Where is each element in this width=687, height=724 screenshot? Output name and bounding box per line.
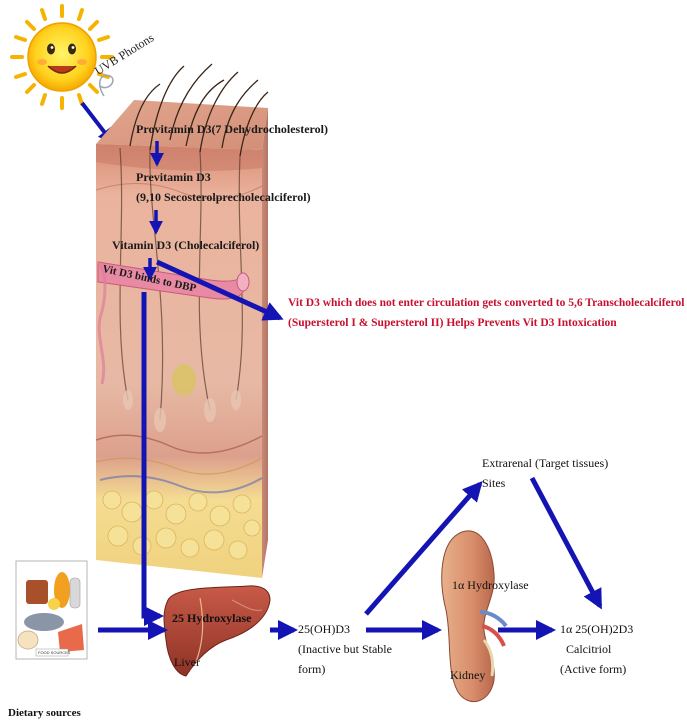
calcitriol-label: Calcitriol	[566, 642, 611, 657]
dietary-sources-label: Dietary sources	[8, 706, 81, 721]
hydroxylase1a-label: 1α Hydroxylase	[452, 578, 529, 593]
hydroxylase25-label: 25 Hydroxylase	[172, 611, 251, 626]
red-note-line1: Vit D3 which does not enter circulation …	[288, 296, 684, 311]
kidney-label: Kidney	[450, 668, 485, 683]
ohd3-sublabel2: form)	[298, 662, 325, 677]
sun-icon	[12, 6, 112, 108]
food-sources-icon	[16, 561, 87, 659]
previtamin-sublabel: (9,10 Secosterolprecholecalciferol)	[136, 190, 311, 205]
liver-label: Liver	[174, 655, 200, 670]
red-note-line2: (Supersterol I & Supersterol II) Helps P…	[288, 316, 617, 331]
ohd3-sublabel1: (Inactive but Stable	[298, 642, 392, 657]
extrarenal-sublabel: Sites	[482, 476, 505, 491]
vitamin-label: Vitamin D3 (Cholecalciferol)	[112, 238, 259, 253]
previtamin-label: Previtamin D3	[136, 170, 211, 185]
ohd3-label: 25(OH)D3	[298, 622, 350, 637]
food-caption: FOOD SOURCES	[38, 650, 70, 655]
extrarenal-label: Extrarenal (Target tissues)	[482, 456, 608, 471]
provitamin-label: Provitamin D3(7 Dehydrocholesterol)	[136, 122, 328, 137]
calcitriol-formula: 1α 25(OH)2D3	[560, 622, 633, 637]
skin-cross-section	[96, 64, 268, 578]
calcitriol-sublabel: (Active form)	[560, 662, 626, 677]
